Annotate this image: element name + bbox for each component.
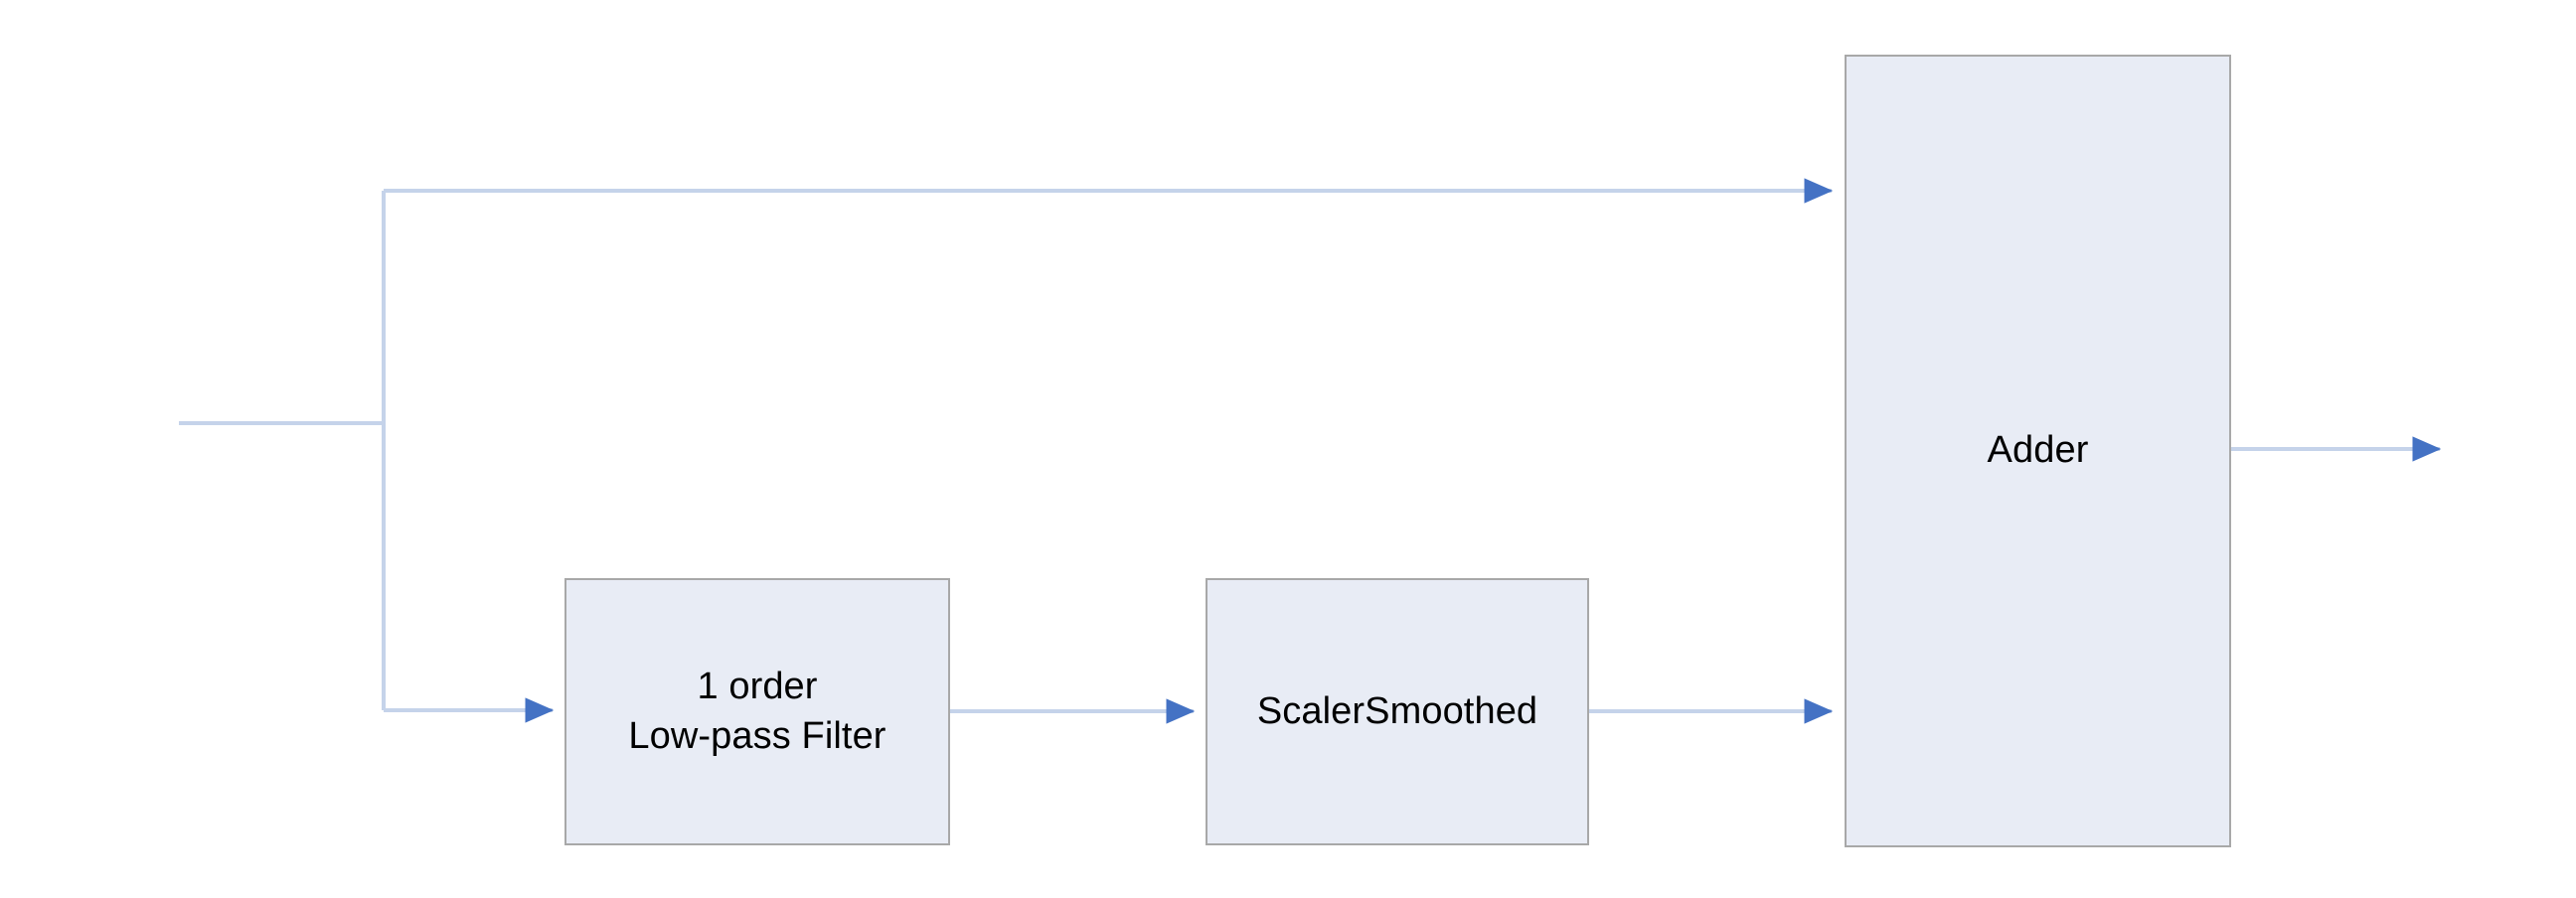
block-lowpass-filter[interactable]: 1 order Low-pass Filter [564, 578, 950, 845]
block-adder[interactable]: Adder [1845, 55, 2231, 847]
block-adder-label: Adder [1987, 429, 2089, 472]
block-lowpass-filter-label: 1 order Low-pass Filter [628, 666, 886, 757]
block-scaler-smoothed-label: ScalerSmoothed [1256, 689, 1538, 732]
block-scaler-smoothed[interactable]: ScalerSmoothed [1206, 578, 1589, 845]
